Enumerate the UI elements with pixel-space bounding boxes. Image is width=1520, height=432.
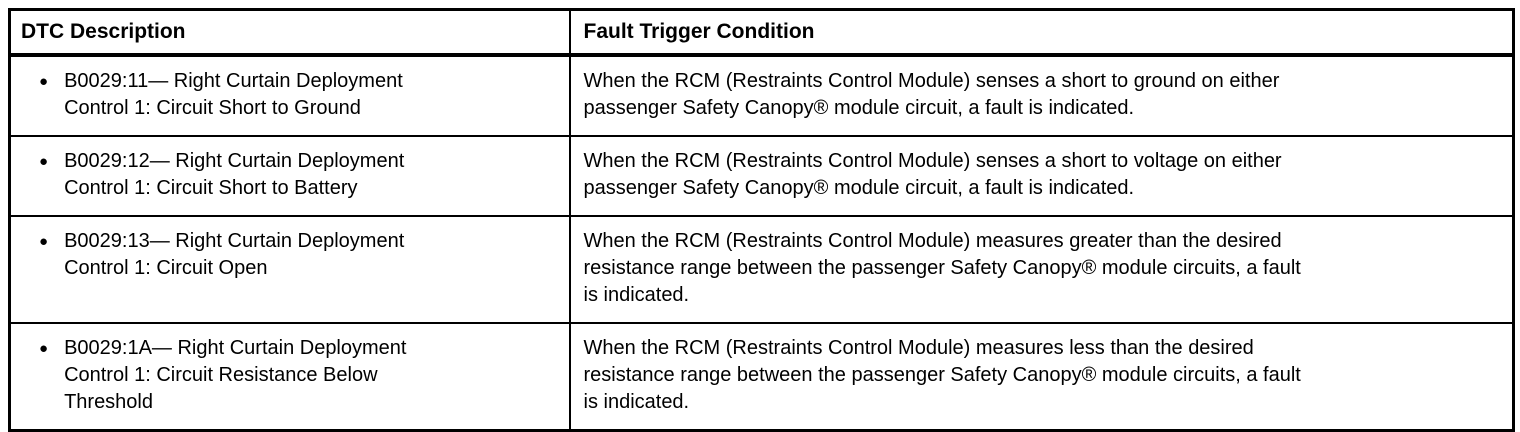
bullet-icon: ●	[39, 73, 49, 90]
table-row: ● B0029:11— Right Curtain Deployment Con…	[8, 54, 1515, 137]
dtc-description-text: B0029:12— Right Curtain Deployment Contr…	[64, 150, 405, 199]
dtc-list-item: ● B0029:13— Right Curtain Deployment Con…	[11, 228, 559, 282]
bullet-icon: ●	[39, 340, 49, 357]
fault-condition-text: When the RCM (Restraints Control Module)…	[583, 230, 1301, 306]
header-row: DTC Description Fault Trigger Condition	[8, 9, 1514, 57]
dtc-description-text: B0029:1A— Right Curtain Deployment Contr…	[64, 337, 407, 413]
dtc-cell: ● B0029:1A— Right Curtain Deployment Con…	[8, 322, 571, 432]
table-row: ● B0029:1A— Right Curtain Deployment Con…	[8, 322, 1515, 432]
fault-condition-text: When the RCM (Restraints Control Module)…	[583, 70, 1280, 119]
bullet-icon: ●	[39, 153, 49, 170]
column-header-fault-trigger-condition: Fault Trigger Condition	[568, 9, 1514, 57]
condition-cell: When the RCM (Restraints Control Module)…	[568, 322, 1515, 432]
dtc-fault-table: DTC Description Fault Trigger Condition …	[8, 8, 1515, 432]
dtc-cell: ● B0029:13— Right Curtain Deployment Con…	[8, 215, 571, 324]
dtc-cell: ● B0029:11— Right Curtain Deployment Con…	[8, 54, 571, 137]
column-header-dtc-description: DTC Description	[8, 9, 570, 57]
table-body: ● B0029:11— Right Curtain Deployment Con…	[8, 54, 1515, 432]
condition-cell: When the RCM (Restraints Control Module)…	[568, 135, 1515, 217]
condition-cell: When the RCM (Restraints Control Module)…	[568, 215, 1515, 324]
bullet-icon: ●	[39, 233, 49, 250]
dtc-description-text: B0029:13— Right Curtain Deployment Contr…	[64, 230, 405, 279]
dtc-list-item: ● B0029:1A— Right Curtain Deployment Con…	[11, 335, 559, 416]
dtc-description-text: B0029:11— Right Curtain Deployment Contr…	[64, 70, 403, 119]
dtc-list-item: ● B0029:11— Right Curtain Deployment Con…	[11, 68, 559, 122]
table-row: ● B0029:12— Right Curtain Deployment Con…	[8, 135, 1515, 217]
dtc-list-item: ● B0029:12— Right Curtain Deployment Con…	[11, 148, 559, 202]
table-row: ● B0029:13— Right Curtain Deployment Con…	[8, 215, 1515, 324]
fault-condition-text: When the RCM (Restraints Control Module)…	[583, 337, 1301, 413]
dtc-cell: ● B0029:12— Right Curtain Deployment Con…	[8, 135, 571, 217]
fault-condition-text: When the RCM (Restraints Control Module)…	[583, 150, 1282, 199]
condition-cell: When the RCM (Restraints Control Module)…	[568, 54, 1515, 137]
table-header: DTC Description Fault Trigger Condition	[8, 9, 1514, 57]
